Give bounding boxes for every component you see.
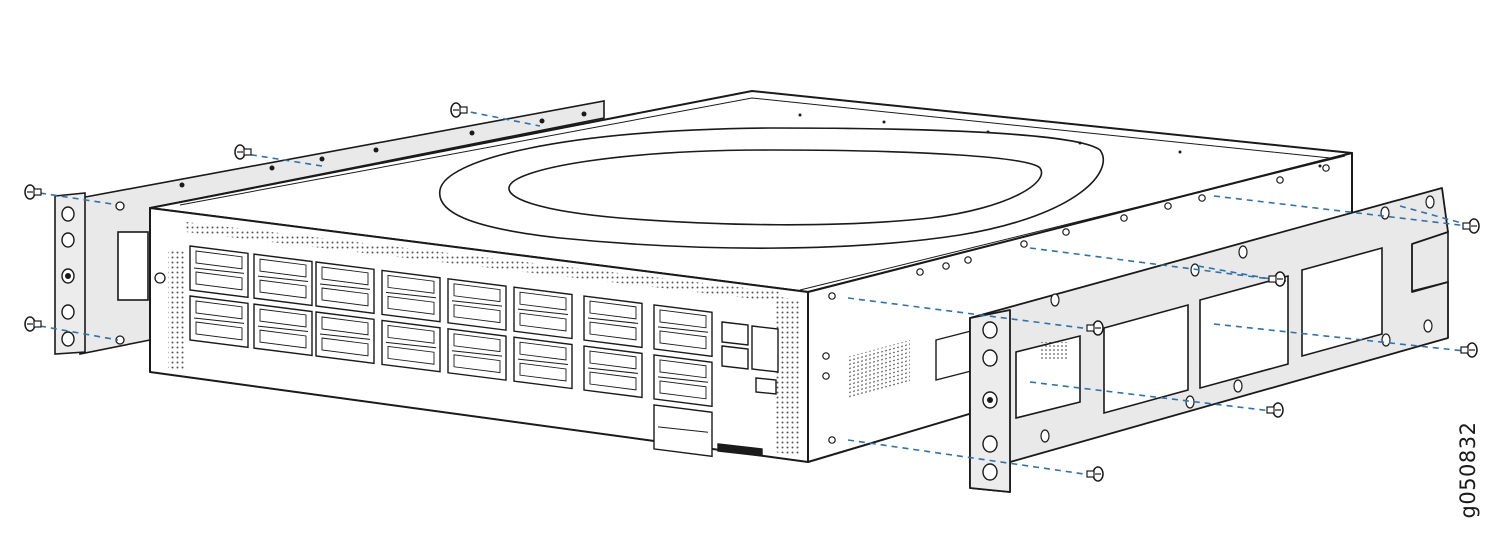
management-ports <box>717 321 779 457</box>
figure-id-label: g050832 <box>1456 421 1480 519</box>
mounting-screw <box>1086 466 1104 482</box>
mounting-screws <box>24 102 1480 482</box>
mounting-screw <box>1268 271 1286 287</box>
alignment-guide-line <box>1399 205 1477 228</box>
left-bracket-slots <box>179 111 587 188</box>
bracket-rivet <box>987 397 993 403</box>
mounting-screw <box>24 184 42 200</box>
front-perforation-top <box>186 222 780 302</box>
mounting-screw <box>1086 320 1104 336</box>
qsfp-cage <box>513 336 573 390</box>
mounting-screw <box>234 144 252 160</box>
right-bracket-mount-holes <box>1040 195 1435 443</box>
left-bracket-ear-holes <box>61 206 75 347</box>
alignment-guide-line <box>847 439 1099 477</box>
qsfp-cage <box>447 327 507 381</box>
chassis-top-screws <box>798 113 1322 168</box>
qsfp-cage <box>653 404 713 458</box>
mounting-screw <box>24 316 42 332</box>
right-bracket-windows <box>1015 246 1383 420</box>
front-perforation-left <box>168 250 184 370</box>
alignment-guide-line <box>239 152 323 167</box>
front-ground-point <box>154 272 166 284</box>
qsfp-cage <box>189 245 249 299</box>
qsfp-port-array <box>189 245 713 458</box>
mounting-screw <box>1266 402 1284 418</box>
qsfp-cage <box>653 304 713 358</box>
alignment-guide-line <box>39 192 113 205</box>
qsfp-cage <box>583 295 643 349</box>
mounting-screw <box>450 102 468 118</box>
side-vent <box>848 340 910 399</box>
front-perforation-right <box>774 296 800 456</box>
bracket-screw-hole <box>115 201 125 211</box>
mounting-screw <box>1462 218 1480 234</box>
qsfp-cage <box>253 303 313 357</box>
qsfp-cage <box>189 295 249 349</box>
alignment-guide-line <box>39 325 119 341</box>
alignment-guide-line <box>459 109 541 127</box>
qsfp-cage <box>381 269 441 323</box>
alignment-guide-line <box>1197 265 1283 282</box>
qsfp-cage <box>381 319 441 373</box>
mounting-screw <box>1460 342 1478 358</box>
qsfp-cage <box>315 261 375 315</box>
qsfp-cage <box>315 311 375 365</box>
bracket-rivet <box>65 273 71 279</box>
qsfp-cage <box>653 354 713 408</box>
bracket-vent <box>1040 342 1068 360</box>
qsfp-cage <box>447 277 507 331</box>
qsfp-cage <box>253 253 313 307</box>
chassis-side-holes <box>822 164 1330 444</box>
alignment-guides <box>39 109 1477 477</box>
alignment-guide-line <box>1029 381 1281 413</box>
chassis-top-recess <box>438 127 1105 249</box>
qsfp-cage <box>583 345 643 399</box>
qsfp-cage <box>513 286 573 340</box>
alignment-guide-line <box>847 297 1099 331</box>
